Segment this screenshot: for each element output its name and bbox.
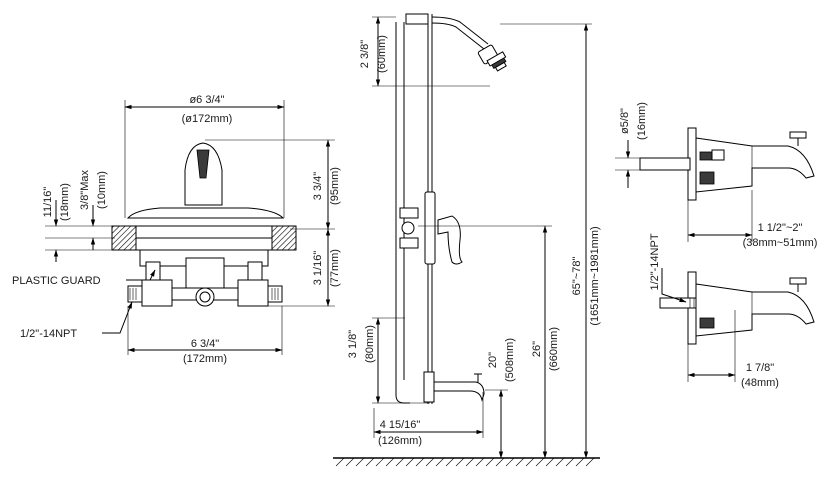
trim-thickness-mm-label: (18mm) bbox=[59, 183, 71, 221]
insert-range-mm-label: (38mm~51mm) bbox=[743, 237, 818, 249]
insert-mm-label: (48mm) bbox=[741, 377, 779, 389]
plastic-guard-callout: PLASTIC GUARD bbox=[12, 275, 101, 287]
insert-label: 1 7/8" bbox=[746, 362, 774, 374]
inlet-thread-callout: 1/2"-14NPT bbox=[20, 328, 77, 340]
spout-elbow-label: 3 1/8" bbox=[347, 330, 359, 358]
valve-width-label: 6 3/4" bbox=[191, 338, 219, 350]
valve-section-view: ø6 3/4" (ø172mm) 3 3/4" (95mm) 3 1/16" (… bbox=[12, 94, 341, 365]
spout-height-label: 20" bbox=[487, 352, 499, 368]
thread-label: 1/2"-14NPT bbox=[649, 233, 661, 290]
trim-thickness-label: 11/16" bbox=[42, 187, 54, 218]
valve-diameter-label: ø6 3/4" bbox=[189, 94, 224, 106]
shower-height-mm-label: (1651mm~1981mm) bbox=[589, 226, 601, 325]
valve-height-label: 26" bbox=[531, 341, 543, 357]
spout-height-mm-label: (508mm) bbox=[504, 338, 516, 382]
pipe-dia-mm-label: (16mm) bbox=[636, 102, 648, 140]
shower-system-view: 2 3/8" (60mm) 3 1/8" (80mm) 4 15/16" (12… bbox=[333, 13, 601, 467]
shower-height-label: 65"~78" bbox=[571, 257, 583, 296]
wall-max-label: 3/8"Max bbox=[79, 170, 91, 210]
insert-range-label: 1 1/2"~2" bbox=[758, 222, 803, 234]
handle-height-mm-label: (95mm) bbox=[329, 167, 341, 205]
valve-diameter-mm-label: (ø172mm) bbox=[182, 113, 233, 125]
spout-threaded-view: 1/2"-14NPT 1 7/8" (48mm) bbox=[649, 233, 815, 389]
wall-max-mm-label: (10mm) bbox=[96, 171, 108, 209]
body-depth-label: 3 1/16" bbox=[312, 251, 324, 286]
valve-width-mm-label: (172mm) bbox=[183, 353, 227, 365]
shower-system-icon bbox=[333, 13, 600, 467]
spout-threaded-icon bbox=[659, 271, 815, 345]
valve-height-mm-label: (660mm) bbox=[548, 327, 560, 371]
spout-reach-label: 4 15/16" bbox=[380, 419, 421, 431]
valve-section-icon bbox=[111, 142, 297, 307]
arm-drop-mm-label: (60mm) bbox=[376, 35, 388, 73]
spout-slip-fit-icon bbox=[639, 127, 815, 201]
pipe-dia-label: ø5/8" bbox=[619, 108, 631, 134]
handle-height-label: 3 3/4" bbox=[312, 172, 324, 200]
spout-slip-fit-view: ø5/8" (16mm) 1 1/2"~2" (38mm~51mm) bbox=[615, 102, 817, 249]
spout-elbow-mm-label: (80mm) bbox=[364, 325, 376, 363]
spout-reach-mm-label: (126mm) bbox=[378, 435, 422, 447]
body-depth-mm-label: (77mm) bbox=[329, 249, 341, 287]
arm-drop-label: 2 3/8" bbox=[359, 40, 371, 68]
